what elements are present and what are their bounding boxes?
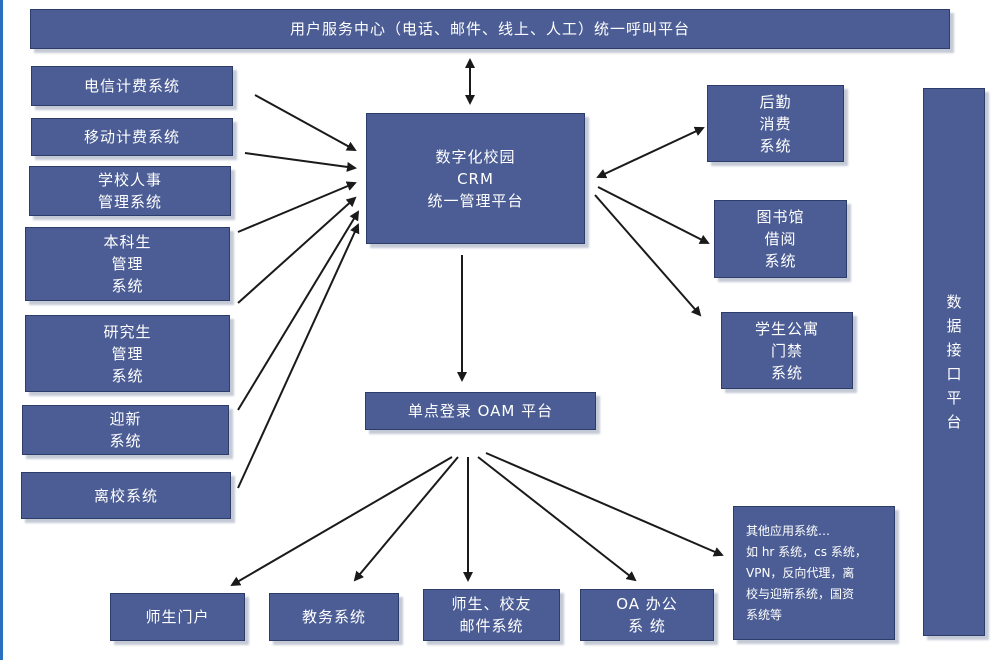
data-interface-platform: 数 据 接 口 平 台 bbox=[923, 88, 985, 636]
welcome-system: 迎新 系统 bbox=[22, 405, 229, 455]
arrow-telecom-crm bbox=[254, 94, 357, 151]
mobile-billing-system: 移动计费系统 bbox=[31, 118, 233, 156]
hr-management-system: 学校人事 管理系统 bbox=[29, 166, 231, 216]
arrow-crm-dorm bbox=[594, 194, 702, 317]
other-applications: 其他应用系统… 如 hr 系统，cs 系统， VPN，反向代理，离 校与迎新系统… bbox=[733, 506, 895, 640]
oa-office-system: OA 办公 系 统 bbox=[580, 589, 714, 641]
dorm-access-system: 学生公寓 门禁 系统 bbox=[721, 312, 853, 389]
arrow-welcome-crm bbox=[237, 223, 360, 489]
leave-school-system: 离校系统 bbox=[21, 472, 231, 519]
arrow-crm-logistics bbox=[596, 126, 705, 179]
crm-unified-platform: 数字化校园 CRM 统一管理平台 bbox=[366, 113, 585, 244]
arrow-graduate-crm bbox=[237, 210, 360, 411]
arrow-hr-crm bbox=[237, 181, 357, 233]
arrow-crm-library bbox=[597, 186, 710, 244]
library-borrowing-system: 图书馆 借阅 系统 bbox=[714, 200, 847, 278]
arrow-oam-oa bbox=[477, 456, 637, 582]
arrow-oam-portal bbox=[230, 456, 453, 587]
telecom-billing-system: 电信计费系统 bbox=[31, 66, 233, 106]
undergrad-management-system: 本科生 管理 系统 bbox=[25, 227, 230, 301]
unified-callcenter-platform: 用户服务中心（电话、邮件、线上、人工）统一呼叫平台 bbox=[30, 9, 950, 49]
arrow-oam-other bbox=[485, 452, 724, 557]
logistics-consumption-system: 后勤 消费 系统 bbox=[707, 85, 844, 162]
arrow-oam-academic bbox=[353, 456, 459, 582]
oam-sso-platform: 单点登录 OAM 平台 bbox=[365, 392, 596, 430]
arrow-mobile-crm bbox=[244, 152, 357, 172]
mail-system: 师生、校友 邮件系统 bbox=[423, 589, 560, 641]
left-border-strip bbox=[0, 0, 3, 660]
arrow-undergrad-crm bbox=[237, 196, 357, 304]
graduate-management-system: 研究生 管理 系统 bbox=[25, 315, 230, 392]
academic-affairs-system: 教务系统 bbox=[269, 593, 399, 641]
teacher-student-portal: 师生门户 bbox=[110, 593, 245, 641]
